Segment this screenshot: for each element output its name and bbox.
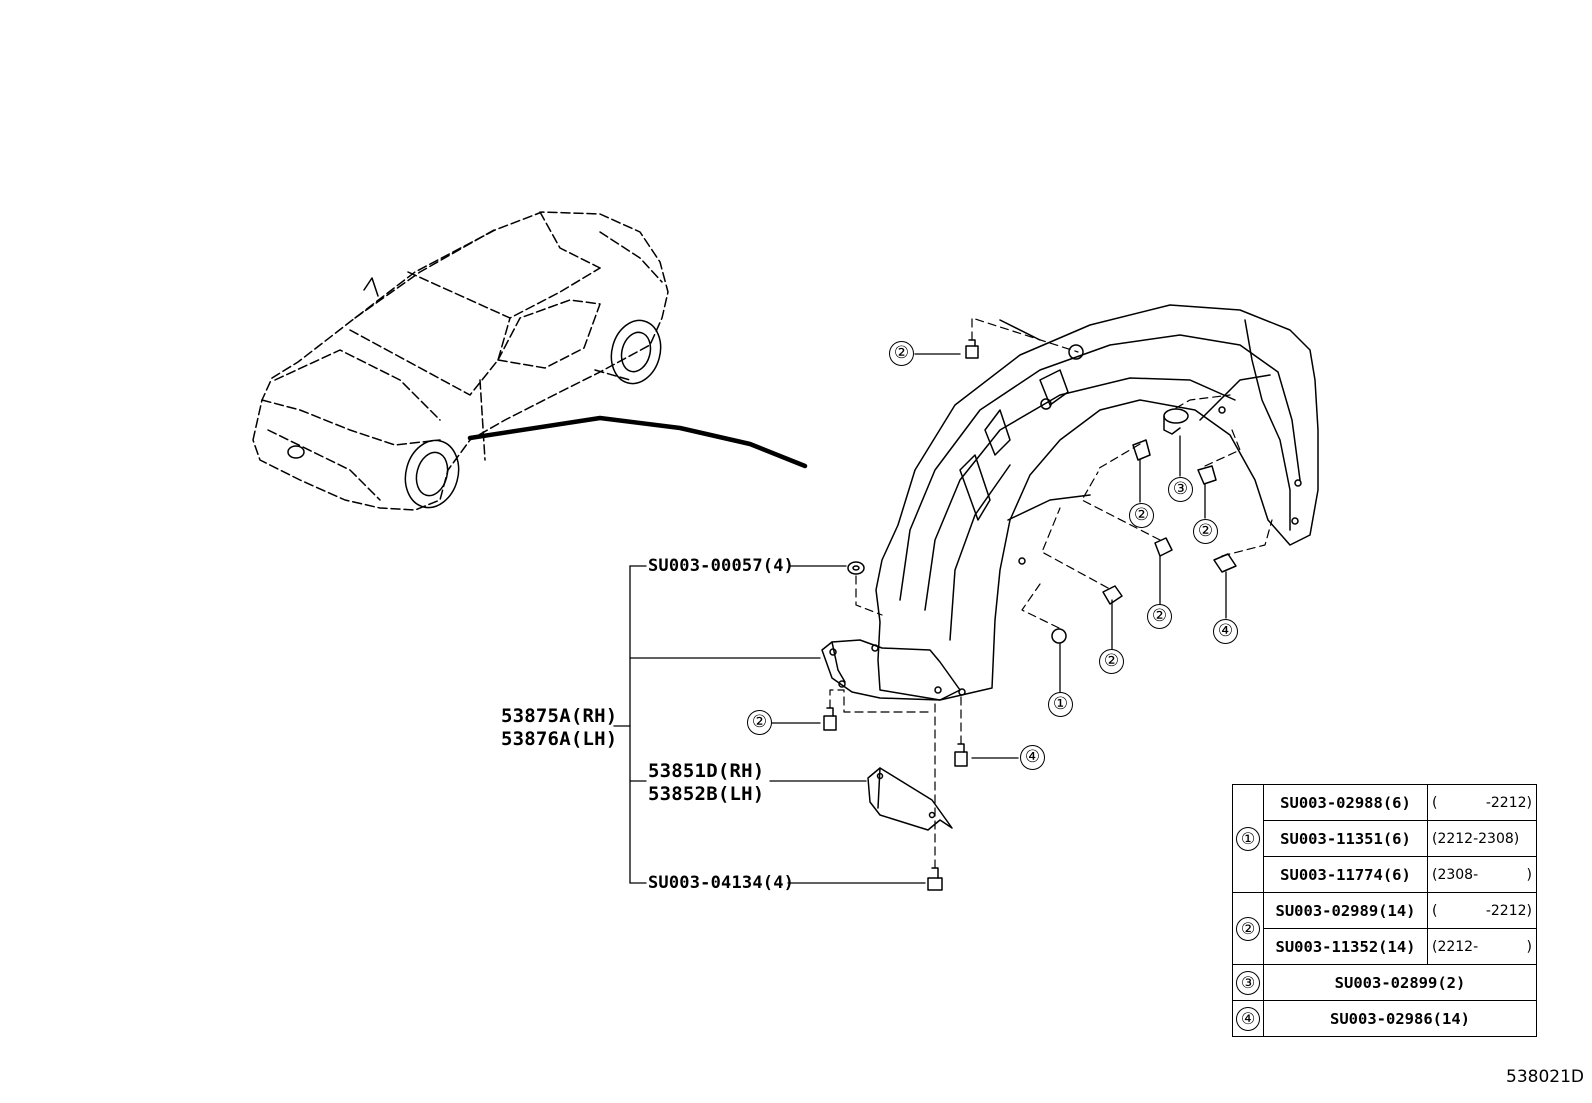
legend-row: SU003-11352(14) (2212-) — [1233, 928, 1537, 965]
legend-key-cell: ④ — [1232, 1000, 1264, 1037]
range-open: ( — [1432, 794, 1438, 811]
range-text: (2212-2308) — [1432, 830, 1520, 847]
label-53852b-lh: 53852B(LH) — [648, 783, 765, 805]
callout-3: ③ — [1168, 477, 1193, 502]
label-53876a-lh: 53876A(LH) — [501, 728, 618, 750]
callout-4: ④ — [1213, 619, 1238, 644]
legend-row: SU003-11774(6) (2308-) — [1233, 856, 1537, 893]
legend-key-1: ① — [1236, 826, 1260, 851]
legend-part: SU003-11351(6) — [1263, 820, 1428, 857]
lower-bracket — [867, 767, 953, 831]
label-su003-00057: SU003-00057(4) — [648, 556, 795, 576]
range-text: ) — [1526, 938, 1532, 955]
range-open: ( — [1432, 902, 1438, 919]
figure-id: 538021D — [1506, 1067, 1584, 1087]
range-text: ) — [1526, 866, 1532, 883]
legend-key-cell: ③ — [1232, 964, 1264, 1001]
legend-key-2: ② — [1236, 916, 1260, 941]
range-open: (2212- — [1432, 938, 1479, 955]
location-leader-line — [467, 415, 808, 469]
legend-range: ( -2212) — [1427, 784, 1537, 821]
legend-part: SU003-11352(14) — [1263, 928, 1428, 965]
legend-part: SU003-02986(14) — [1263, 1000, 1537, 1037]
legend-part: SU003-02989(14) — [1263, 892, 1428, 929]
legend-row: ② SU003-02989(14) ( -2212) — [1232, 892, 1537, 965]
legend-key-3: ③ — [1236, 970, 1260, 995]
legend-row: ④ SU003-02986(14) — [1232, 1000, 1537, 1037]
range-text: -2212) — [1485, 902, 1532, 919]
fender-liner — [875, 304, 1319, 701]
range-open: (2308- — [1432, 866, 1479, 883]
callout-2: ② — [1129, 503, 1154, 528]
legend-part: SU003-02988(6) — [1263, 784, 1428, 821]
callout-1: ① — [1048, 692, 1073, 717]
legend-range: (2212-2308) — [1427, 820, 1537, 857]
legend-part: SU003-11774(6) — [1263, 856, 1428, 893]
legend-row: SU003-11351(6) (2212-2308) — [1233, 820, 1537, 857]
fastener-legend-table: ① SU003-02988(6) ( -2212) SU003-11351(6) … — [1232, 784, 1537, 1037]
leader-lines — [613, 353, 1227, 884]
assembly-dashed-lines — [829, 317, 1273, 869]
callout-2: ② — [1147, 604, 1172, 629]
legend-row: ① SU003-02988(6) ( -2212) — [1232, 784, 1537, 893]
legend-row: ③ SU003-02899(2) — [1232, 964, 1537, 1001]
legend-range: (2308-) — [1427, 856, 1537, 893]
car-wheels — [287, 277, 662, 509]
label-su003-04134: SU003-04134(4) — [648, 873, 795, 893]
callout-2: ② — [1193, 519, 1218, 544]
legend-part: SU003-02899(2) — [1263, 964, 1537, 1001]
label-53875a-rh: 53875A(RH) — [501, 705, 618, 727]
legend-key-cell: ② — [1232, 892, 1264, 965]
legend-key-cell: ① — [1232, 784, 1264, 893]
label-53851d-rh: 53851D(RH) — [648, 760, 765, 782]
callout-2: ② — [747, 710, 772, 735]
legend-range: (2212-) — [1427, 928, 1537, 965]
range-text: -2212) — [1485, 794, 1532, 811]
fasteners — [823, 339, 1237, 891]
callout-2: ② — [889, 341, 914, 366]
callout-4: ④ — [1020, 745, 1045, 770]
legend-range: ( -2212) — [1427, 892, 1537, 929]
front-bracket — [821, 639, 966, 701]
car-overview — [252, 211, 669, 511]
callout-2: ② — [1099, 649, 1124, 674]
legend-key-4: ④ — [1236, 1006, 1260, 1031]
